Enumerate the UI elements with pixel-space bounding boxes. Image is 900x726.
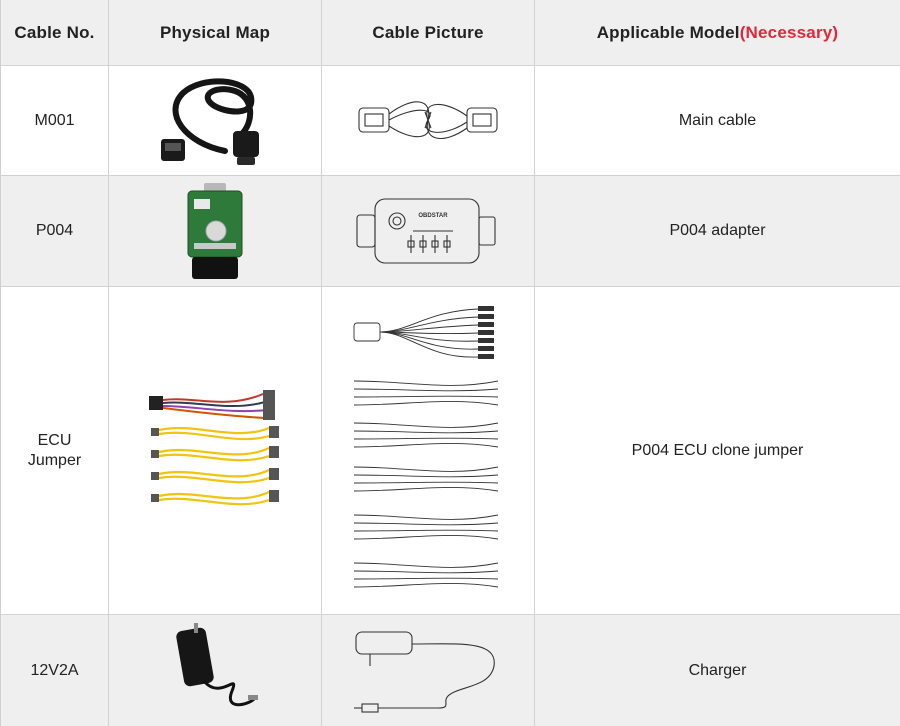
table-row: P004 <box>1 176 900 287</box>
cell-cable-no: 12V2A <box>1 615 109 726</box>
cell-cable-no: P004 <box>1 176 109 286</box>
header-applicable-model: Applicable Model <box>596 22 740 42</box>
main-cable-drawing-icon <box>358 100 498 139</box>
applicable-model: P004 ECU clone jumper <box>631 441 804 459</box>
header-cable-picture: Cable Picture <box>372 22 484 42</box>
cell-cable-no: M001 <box>1 66 109 175</box>
cell-cable-picture: OBDSTAR <box>322 176 535 286</box>
cable-no: M001 <box>34 111 75 129</box>
cell-cable-picture <box>322 287 535 614</box>
jumper-set-drawing-icon <box>353 305 499 587</box>
cell-cable-picture <box>322 66 535 175</box>
header-applicable-model-wrap: Applicable Model(Necessary) <box>597 23 839 43</box>
table-header-row: Cable No. Physical Map Cable Picture App… <box>1 0 900 66</box>
adapter-board-photo-icon <box>187 183 243 279</box>
table-row: ECU Jumper <box>1 287 900 615</box>
adapter-brand-label: OBDSTAR <box>418 213 448 219</box>
cable-no: ECU Jumper <box>27 431 82 469</box>
charger-drawing-icon <box>354 630 495 713</box>
applicable-model: Main cable <box>678 111 757 129</box>
cell-applicable-model: Charger <box>535 615 900 726</box>
header-cell-physical-map: Physical Map <box>109 0 322 65</box>
applicable-model: Charger <box>688 661 747 679</box>
obd-cable-photo-icon <box>161 77 259 165</box>
table-row: 12V2A Charger <box>1 615 900 726</box>
cable-no: 12V2A <box>30 661 79 679</box>
cell-applicable-model: P004 adapter <box>535 176 900 286</box>
cell-applicable-model: P004 ECU clone jumper <box>535 287 900 614</box>
applicable-model: P004 adapter <box>669 222 766 239</box>
cell-cable-picture <box>322 615 535 726</box>
header-physical-map: Physical Map <box>159 22 271 42</box>
power-adapter-photo-icon <box>176 622 258 706</box>
header-cable-no: Cable No. <box>14 22 95 42</box>
adapter-drawing-icon: OBDSTAR <box>356 198 496 264</box>
cell-cable-no: ECU Jumper <box>1 287 109 614</box>
jumper-wires-photo-icon <box>149 389 279 505</box>
cell-applicable-model: Main cable <box>535 66 900 175</box>
table-row: M001 <box>1 66 900 176</box>
header-necessary: (Necessary) <box>739 22 839 42</box>
header-cell-cable-picture: Cable Picture <box>322 0 535 65</box>
header-cell-cable-no: Cable No. <box>1 0 109 65</box>
cell-physical-map <box>109 66 322 175</box>
header-cell-applicable-model: Applicable Model(Necessary) <box>535 0 900 65</box>
cable-no: P004 <box>35 222 74 239</box>
cell-physical-map <box>109 287 322 614</box>
cell-physical-map <box>109 176 322 286</box>
cell-physical-map <box>109 615 322 726</box>
